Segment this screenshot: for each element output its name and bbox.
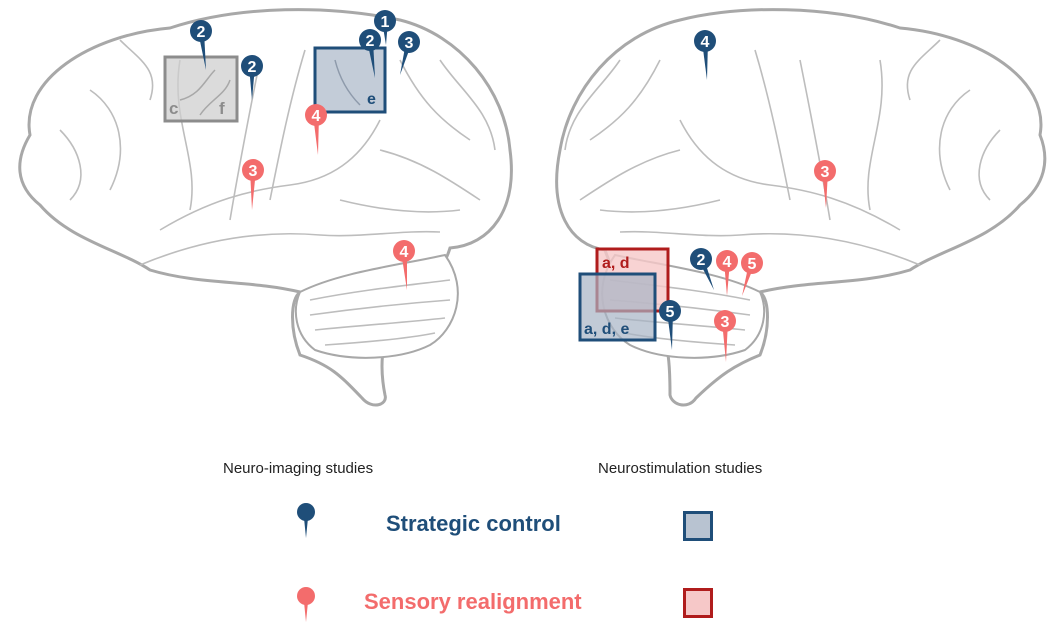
left-marker-sensory-3: 3: [242, 159, 264, 210]
sensory-pin-icon: [297, 587, 315, 622]
left-marker-label: 4: [312, 108, 321, 125]
left-box-strategic: e: [313, 46, 387, 114]
left-marker-label: 4: [400, 244, 409, 261]
sensory-realignment-label: Sensory realignment: [364, 589, 582, 614]
right-brain: [555, 8, 1047, 407]
left-gyri: [59, 39, 496, 346]
right-strategic-box-label: a, d, e: [584, 321, 629, 338]
right-marker-sensory-3: 3: [714, 310, 736, 362]
right-marker-strategic-5: 5: [659, 300, 681, 350]
left-marker-sensory-4: 4: [305, 104, 327, 155]
left-box-gray: c f: [163, 55, 239, 123]
right-marker-label: 4: [723, 254, 732, 271]
right-marker-strategic-2: 2: [690, 248, 714, 290]
left-marker-label: 2: [248, 59, 257, 76]
left-marker-label: 2: [197, 24, 206, 41]
left-marker-strategic-2: 2: [359, 29, 381, 78]
neurostimulation-studies-label: Neurostimulation studies: [598, 460, 763, 477]
right-marker-sensory-5: 5: [741, 252, 763, 296]
right-marker-strategic-4: 4: [694, 30, 716, 80]
left-strategic-box-label: e: [367, 91, 376, 108]
right-marker-label: 3: [821, 164, 830, 181]
left-marker-sensory-4: 4: [393, 240, 415, 290]
right-marker-sensory-4: 4: [716, 250, 738, 296]
strategic-pin-icon: [297, 503, 315, 538]
right-box-strategic: a, d, e: [578, 272, 657, 342]
left-marker-label: 3: [249, 163, 258, 180]
strategic-box-swatch: [683, 511, 713, 541]
neuroimaging-studies-label: Neuro-imaging studies: [223, 460, 374, 477]
strategic-control-label: Strategic control: [386, 511, 561, 536]
right-marker-label: 5: [748, 256, 757, 273]
left-marker-strategic-2: 2: [190, 20, 212, 70]
left-marker-label: 3: [405, 35, 414, 52]
left-gray-box-label-c: c: [169, 99, 178, 118]
right-marker-label: 2: [697, 252, 706, 269]
right-marker-label: 5: [666, 304, 675, 321]
left-marker-strategic-1: 1: [374, 10, 396, 45]
left-marker-label: 1: [381, 14, 390, 31]
right-marker-label: 3: [721, 314, 730, 331]
sensory-box-swatch: [683, 588, 713, 618]
left-brain: [18, 8, 513, 407]
left-marker-label: 2: [366, 33, 375, 50]
right-sensory-box-label: a, d: [602, 255, 630, 272]
left-brain-outline: [18, 8, 513, 407]
right-marker-label: 4: [701, 34, 710, 51]
right-marker-sensory-3: 3: [814, 160, 836, 208]
left-marker-strategic-2: 2: [241, 55, 263, 100]
left-marker-strategic-3: 3: [398, 31, 420, 75]
left-gray-box-label-f: f: [219, 99, 225, 118]
